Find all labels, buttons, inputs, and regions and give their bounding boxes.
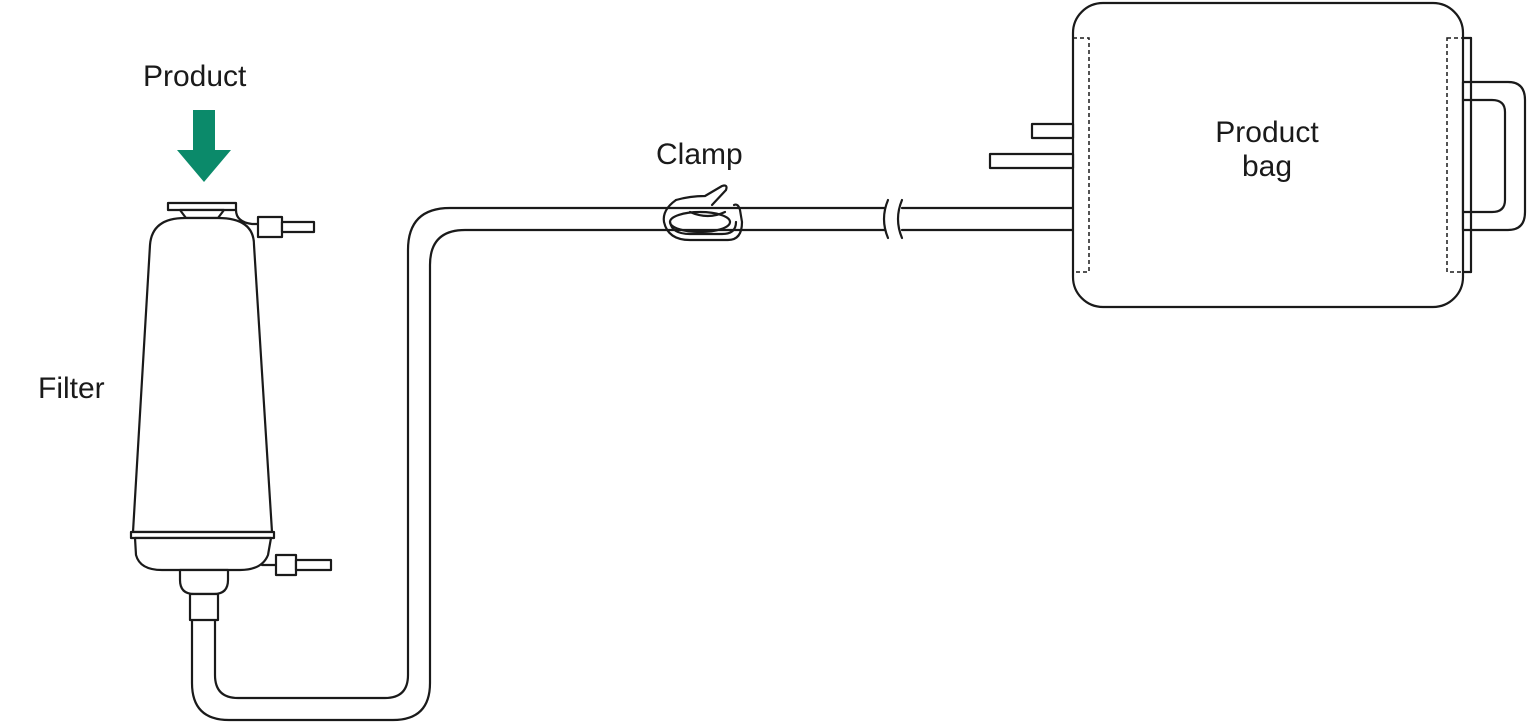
product-bag-label-line2: bag <box>1241 150 1293 183</box>
product-label: Product <box>143 60 247 93</box>
product-bag <box>988 1 1527 309</box>
filter-label: Filter <box>38 372 105 405</box>
clamp <box>662 184 744 242</box>
product-flow-arrow <box>177 110 231 182</box>
product-bag-label: Product bag <box>1197 116 1337 184</box>
tubing <box>190 198 1087 722</box>
tube-break-mark <box>896 198 904 240</box>
filter <box>129 201 333 622</box>
tube-break-mark <box>882 198 890 240</box>
clamp-label: Clamp <box>656 138 743 171</box>
product-bag-label-line1: Product <box>1215 116 1319 149</box>
